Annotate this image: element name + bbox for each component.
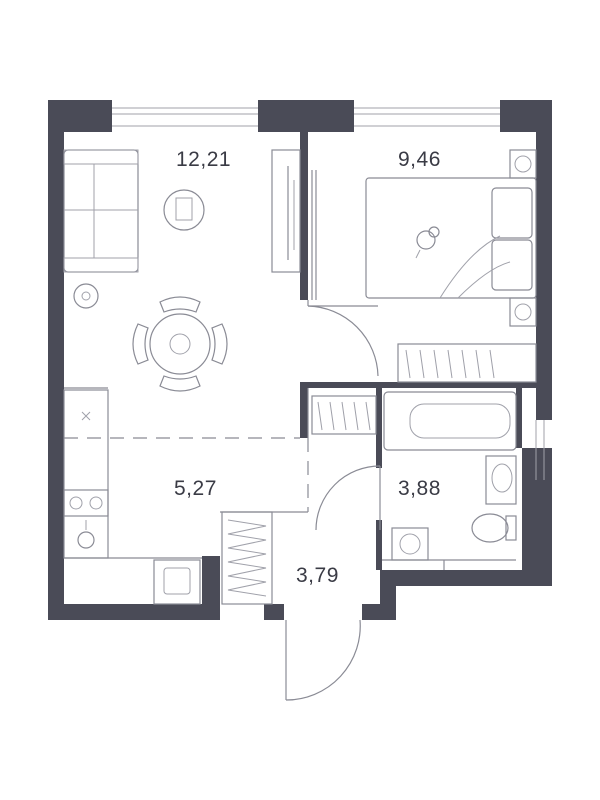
robot-vacuum-icon — [163, 189, 205, 231]
stove-icon — [63, 389, 109, 559]
washing-machine-icon — [391, 527, 429, 561]
bed-icon — [365, 177, 537, 299]
sink-icon — [153, 559, 201, 605]
teddy-bear-icon — [415, 226, 440, 259]
partitions — [64, 387, 516, 570]
tv-icon — [271, 149, 301, 273]
bathtub-icon — [383, 391, 517, 451]
bedside-lamp-icon — [509, 149, 537, 327]
room-area-living: 12,21 — [176, 148, 232, 171]
room-area-hall: 3,79 — [296, 564, 339, 587]
windows — [112, 107, 545, 480]
room-area-kitchen: 5,27 — [174, 477, 217, 500]
floor-lamp-icon — [73, 283, 99, 309]
walls — [48, 100, 552, 620]
washbasin-icon — [485, 455, 517, 505]
sofa-icon — [63, 149, 139, 273]
room-area-bathroom: 3,88 — [398, 477, 441, 500]
wardrobe-icon — [221, 343, 537, 605]
doors — [285, 170, 381, 701]
dining-table-icon — [132, 296, 228, 392]
room-area-bedroom: 9,46 — [398, 148, 441, 171]
toilet-icon — [471, 513, 517, 543]
